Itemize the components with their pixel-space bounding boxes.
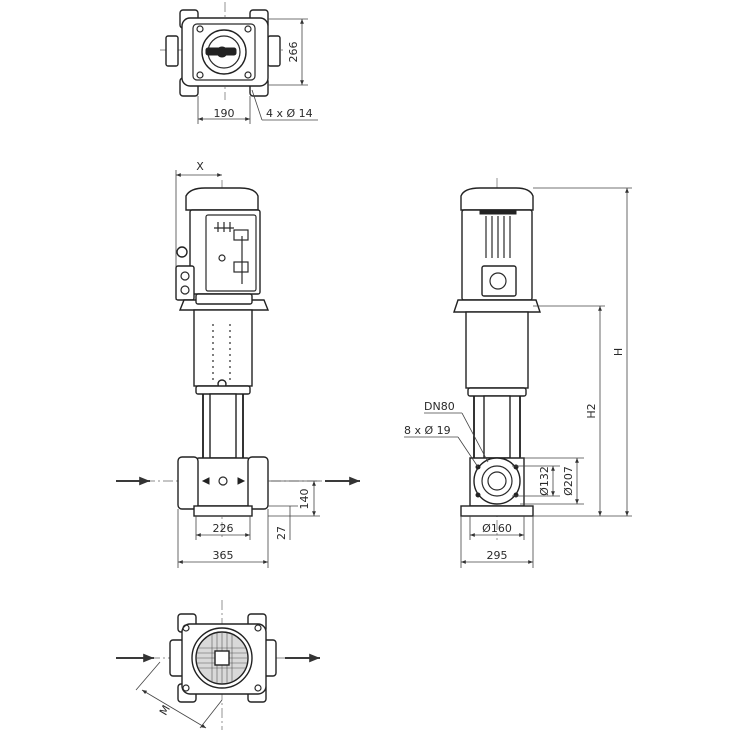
side-dn-label: DN80 bbox=[424, 400, 455, 413]
front-view: X bbox=[116, 160, 360, 568]
front-inlet-flange bbox=[177, 456, 199, 510]
front-flange-plate bbox=[195, 385, 251, 395]
front-pump-stack bbox=[209, 393, 237, 459]
side-207-label: Ø207 bbox=[562, 466, 575, 496]
side-h2-label: H2 bbox=[585, 403, 598, 418]
front-motor-cap bbox=[185, 187, 259, 211]
side-pump-stack bbox=[483, 395, 511, 459]
bottom-view: M bbox=[116, 600, 320, 730]
top-flange-right bbox=[267, 35, 281, 67]
side-terminal-box bbox=[481, 265, 517, 297]
front-x-label: X bbox=[196, 160, 204, 173]
side-h-label: H bbox=[612, 348, 625, 356]
bottom-m-label: M bbox=[157, 703, 173, 718]
front-lantern bbox=[193, 309, 253, 387]
side-132-label: Ø132 bbox=[538, 466, 551, 496]
top-height-label: 266 bbox=[287, 42, 300, 63]
front-365-label: 365 bbox=[213, 549, 234, 562]
side-holes-label: 8 x Ø 19 bbox=[404, 424, 451, 437]
side-bracket bbox=[453, 299, 541, 313]
front-terminal-box bbox=[214, 222, 249, 284]
front-140-label: 140 bbox=[298, 489, 311, 510]
top-width-label: 190 bbox=[214, 107, 235, 120]
side-lantern bbox=[465, 311, 529, 389]
side-view: H H2 Ø132 Ø207 Ø160 295 DN80 8 x Ø 19 bbox=[404, 178, 632, 568]
side-295-label: 295 bbox=[487, 549, 508, 562]
side-flange-outer bbox=[473, 457, 521, 505]
top-flange-left bbox=[165, 35, 179, 67]
front-motor-body bbox=[189, 209, 261, 295]
front-base-plate bbox=[193, 505, 253, 517]
front-226-label: 226 bbox=[213, 522, 234, 535]
front-side-box bbox=[175, 265, 195, 301]
side-160-label: Ø160 bbox=[482, 522, 512, 535]
front-27-label: 27 bbox=[275, 526, 288, 540]
front-cable-gland bbox=[176, 246, 188, 258]
side-base-plate bbox=[460, 505, 534, 517]
side-motor-cap bbox=[460, 187, 534, 211]
top-view: 190 266 4 x Ø 14 bbox=[160, 2, 318, 124]
front-outlet-flange bbox=[247, 456, 269, 510]
top-holes-label: 4 x Ø 14 bbox=[266, 107, 313, 120]
